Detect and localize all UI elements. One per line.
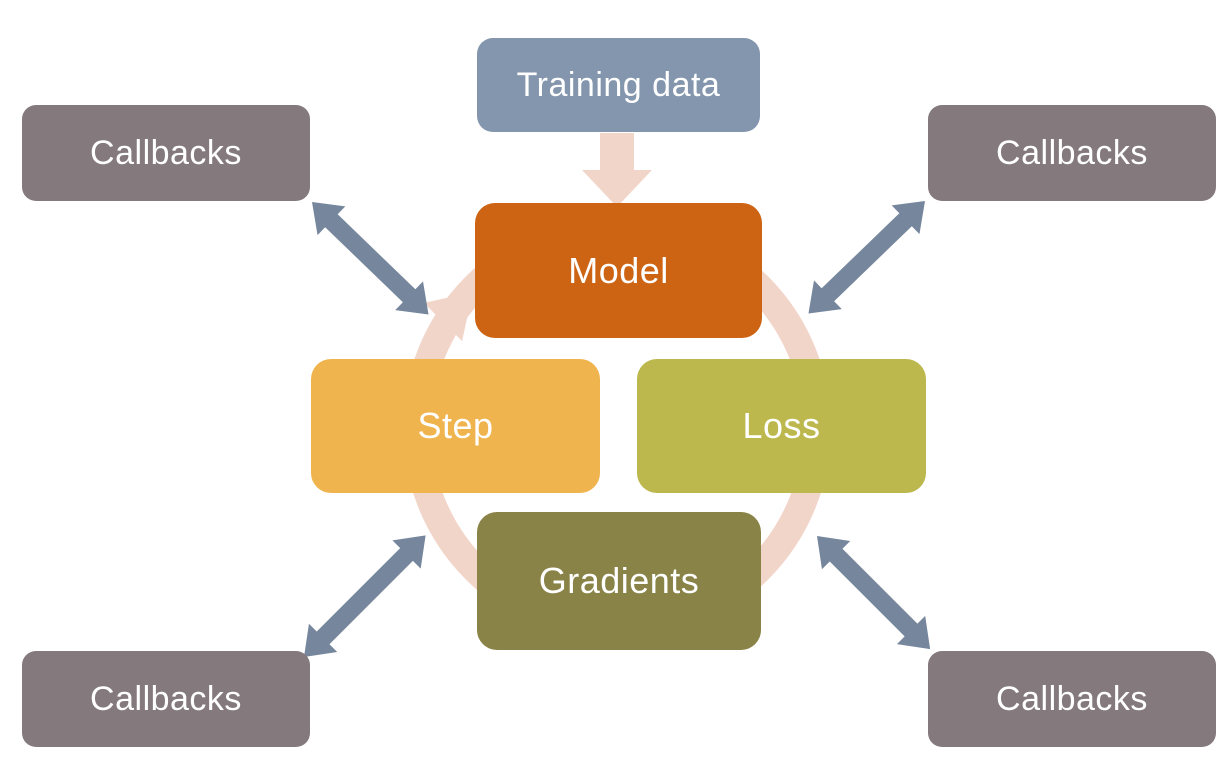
callbacks-box-bottom-right: Callbacks (928, 651, 1216, 747)
callbacks-box-bottom-left: Callbacks (22, 651, 310, 747)
callbacks-top-left-label: Callbacks (90, 133, 242, 172)
callbacks-box-top-left: Callbacks (22, 105, 310, 201)
callbacks-top-right-label: Callbacks (996, 133, 1148, 172)
model-label: Model (568, 249, 669, 291)
callbacks-bottom-right-label: Callbacks (996, 679, 1148, 718)
callbacks-box-top-right: Callbacks (928, 105, 1216, 201)
step-box: Step (311, 359, 600, 493)
connector-arrow-top-left-icon (312, 202, 429, 315)
model-box: Model (475, 203, 762, 338)
connector-arrow-bottom-right-icon (817, 536, 931, 650)
step-label: Step (417, 405, 494, 446)
cycle-arrowhead-icon (423, 292, 473, 342)
gradients-label: Gradients (538, 560, 700, 601)
callbacks-bottom-left-label: Callbacks (90, 679, 242, 718)
loss-box: Loss (637, 359, 926, 493)
loss-label: Loss (742, 405, 821, 446)
training-data-label: Training data (516, 65, 721, 104)
gradients-box: Gradients (477, 512, 761, 650)
training-data-to-model-arrow-icon (582, 133, 652, 207)
connector-arrow-top-right-icon (808, 201, 925, 314)
connector-arrow-bottom-left-icon (304, 535, 426, 657)
training-data-box: Training data (477, 38, 760, 132)
